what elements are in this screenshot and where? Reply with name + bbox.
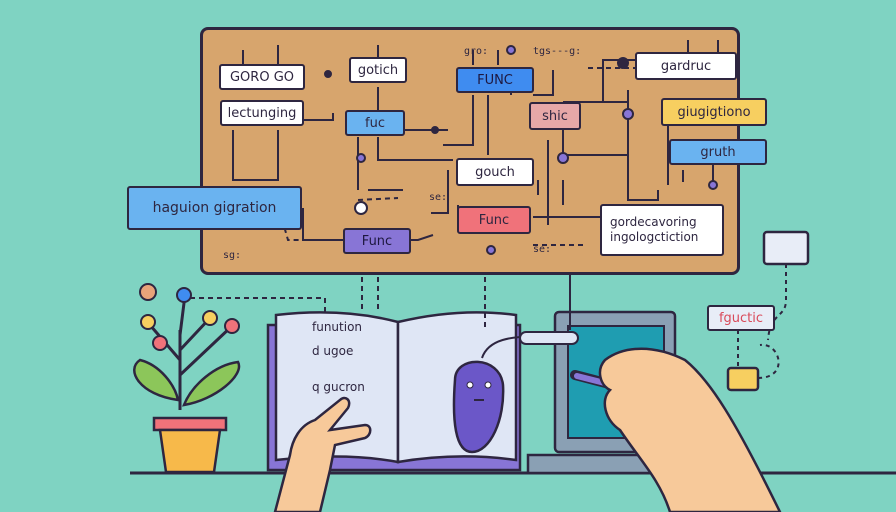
node-fuc: fuc bbox=[345, 110, 405, 136]
node-label: haguion gigration bbox=[152, 200, 277, 216]
left-hand-illustration bbox=[273, 396, 372, 512]
node-label: shic bbox=[542, 108, 568, 124]
node-gorogo: GORO GO bbox=[219, 64, 305, 90]
small-device-icon bbox=[762, 230, 810, 266]
node-label: Func bbox=[361, 233, 393, 249]
battery-icon bbox=[726, 366, 760, 392]
node-lectunging: lectunging bbox=[220, 100, 304, 126]
side-tag-label: fguctic bbox=[718, 310, 764, 326]
book-text-line-1: funution bbox=[312, 320, 363, 334]
node-func-top: FUNC bbox=[456, 67, 534, 93]
node-label: lectunging bbox=[227, 105, 297, 121]
node-label: GORO GO bbox=[229, 69, 294, 85]
plant-illustration bbox=[133, 283, 241, 474]
node-gardruc: gardruc bbox=[635, 52, 737, 80]
wire-label-tgs: tgs---g: bbox=[533, 46, 582, 57]
node-label: gruth bbox=[700, 144, 736, 160]
node-label: giugigtiono bbox=[677, 104, 751, 120]
book-text-line-3: q gucron bbox=[312, 380, 365, 394]
node-label: gordecavoring ingologctiction bbox=[610, 215, 699, 244]
node-label: gotich bbox=[357, 62, 399, 78]
node-label: fuc bbox=[365, 115, 385, 131]
node-gordecaboring: gordecavoring ingologctiction bbox=[600, 204, 724, 256]
diagram-board: GORO GO gotich FUNC lectunging fuc shic … bbox=[200, 27, 767, 275]
node-label: gardruc bbox=[660, 58, 712, 74]
node-gruth: gruth bbox=[669, 139, 767, 165]
node-func-mid: Func bbox=[457, 206, 531, 234]
wire-label-se-2: se: bbox=[533, 244, 552, 255]
wire-label-sg: sg: bbox=[223, 250, 242, 261]
node-giugition: giugigtiono bbox=[661, 98, 767, 126]
node-gouch: gouch bbox=[456, 158, 534, 186]
wire-label-se: se: bbox=[429, 192, 448, 203]
node-label: Func bbox=[478, 212, 510, 228]
node-label: FUNC bbox=[477, 72, 513, 88]
node-label: gouch bbox=[475, 164, 515, 180]
right-hand-illustration bbox=[570, 347, 782, 512]
open-book-illustration bbox=[266, 311, 546, 472]
wire-label-gro: gro: bbox=[464, 46, 489, 57]
node-hagurion-gigration: haguion gigration bbox=[127, 186, 302, 230]
node-func-left: Func bbox=[343, 228, 411, 254]
node-gotich: gotich bbox=[349, 57, 407, 83]
book-text-line-2: d ugoe bbox=[312, 344, 354, 358]
connector-icon bbox=[519, 331, 579, 345]
side-tag: fguctic bbox=[707, 305, 775, 331]
node-shic: shic bbox=[529, 102, 581, 130]
